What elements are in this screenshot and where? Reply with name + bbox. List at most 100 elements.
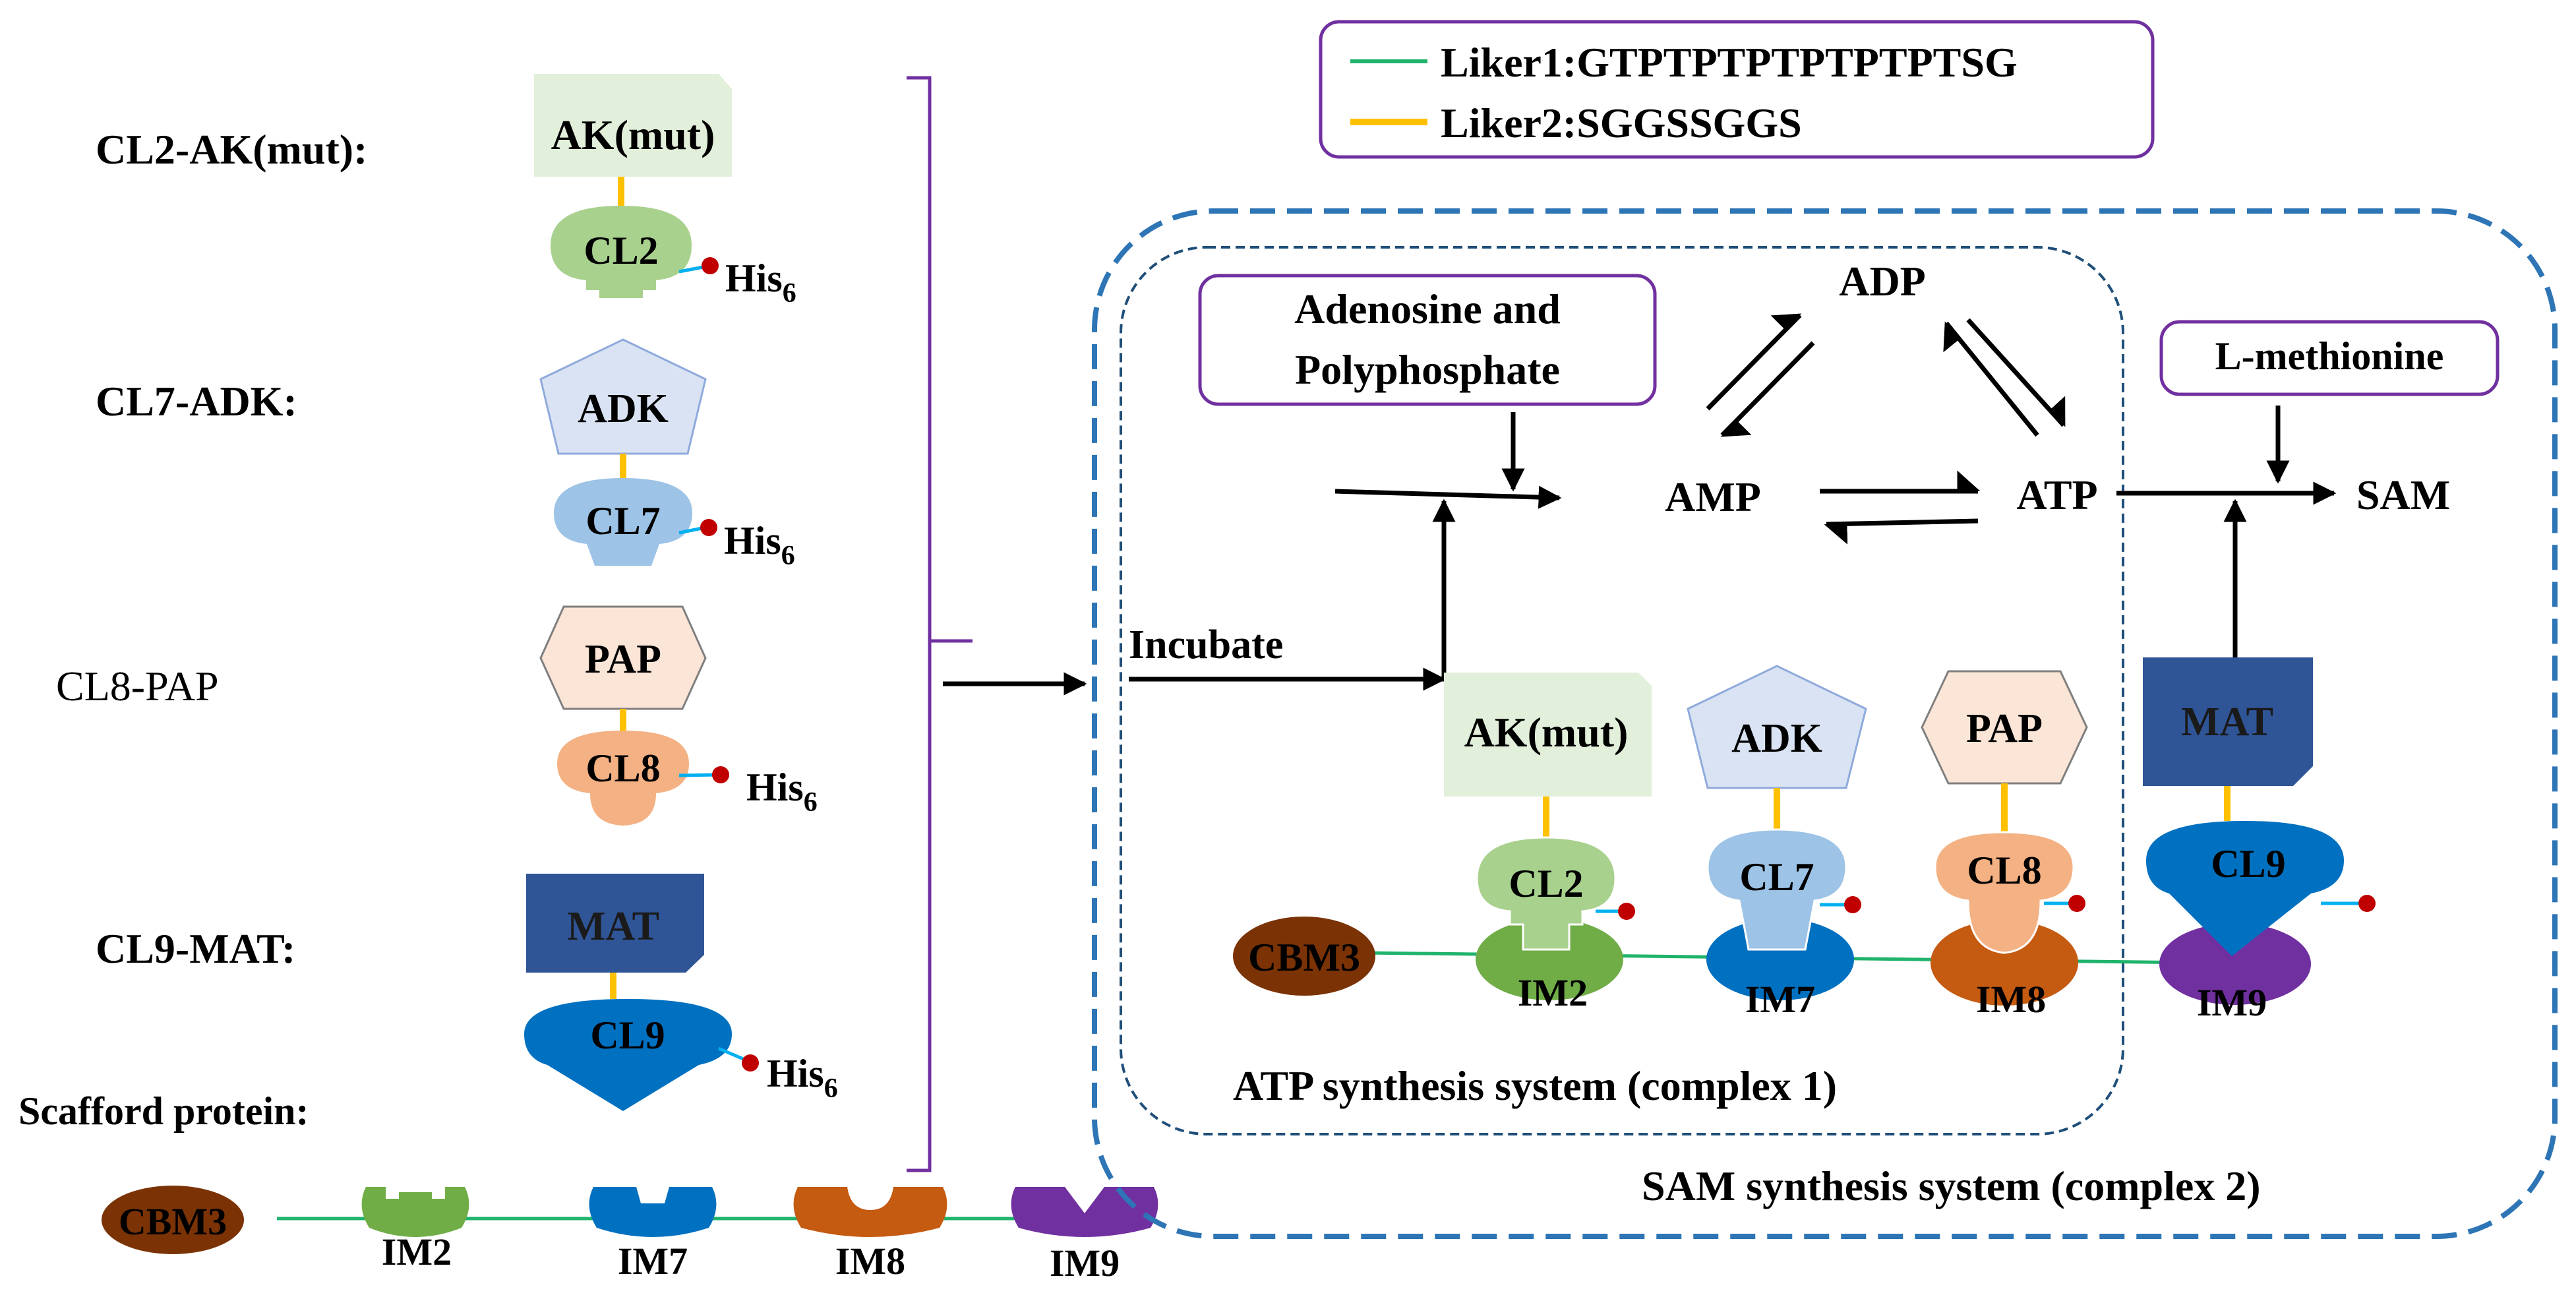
his-tag-cl7 (700, 519, 717, 536)
complex-his-tag-cl8 (2068, 895, 2085, 912)
complex-cl7-label: CL7 (1739, 855, 1814, 899)
cbm3-domain (102, 1186, 244, 1254)
cl9-module (524, 999, 732, 1111)
complex-pap-module (1921, 670, 2088, 785)
complex-cl8-label: CL8 (1967, 849, 2041, 892)
reaction-arrows (1129, 313, 2337, 691)
scaffold-protein: CBM3 IM2 IM7 IM8 IM9 (102, 1186, 1158, 1284)
complex1-box (1120, 246, 2124, 1135)
complex-cl7 (1706, 828, 1847, 951)
construct-label-cl8-pap: CL8-PAP (56, 663, 219, 710)
cl7-module (554, 478, 692, 566)
complex-mat-label: MAT (2181, 700, 2273, 744)
substrate-line1: Adenosine and (1294, 286, 1561, 332)
adp-label: ADP (1839, 258, 1926, 305)
complex-im9-label: IM9 (2197, 981, 2267, 1024)
im2-domain (361, 1187, 469, 1237)
methionine-label: L-methionine (2215, 334, 2444, 378)
im9-label: IM9 (1050, 1242, 1120, 1284)
cl8-label: CL8 (585, 746, 660, 790)
linker2-label: Liker2:SGGSSGGS (1441, 100, 1802, 146)
complex-cl8 (1934, 831, 2075, 954)
assembled-complex: CBM3 AK(mut) CL2 IM2 ADK CL7 IM7 PAP CL8… (1233, 657, 2376, 1024)
construct-label-cl2-ak: CL2-AK(mut): (96, 126, 367, 173)
complex-cl9-label: CL9 (2211, 842, 2285, 886)
adp-to-amp-arrow (1720, 341, 1815, 437)
complex2-label: SAM synthesis system (complex 2) (1642, 1163, 2261, 1209)
complex1-label: ATP synthesis system (complex 1) (1233, 1062, 1837, 1109)
complex-pap-label: PAP (1966, 706, 2043, 751)
adp-to-atp-arrow (1966, 318, 2066, 427)
complex-im7-label: IM7 (1745, 978, 1815, 1021)
im8-domain (793, 1187, 947, 1237)
sam-label: SAM (2356, 471, 2450, 518)
complex-im2-label: IM2 (1518, 971, 1588, 1014)
amp-to-adp-arrow (1706, 313, 1802, 411)
construct-cl2-ak: AK(mut) CL2 His6 (534, 74, 796, 309)
cl8-module (557, 731, 689, 826)
construct-label-cl7-adk: CL7-ADK: (96, 378, 297, 425)
complex-his-tag-cl2 (1618, 903, 1635, 920)
cl7-label: CL7 (585, 499, 660, 543)
his-tag-cl9 (742, 1054, 759, 1072)
pap-label: PAP (585, 637, 661, 682)
complex-ak-label: AK(mut) (1464, 709, 1629, 756)
complex-cl2 (1476, 836, 1617, 951)
pap-module (539, 605, 707, 710)
im2-label: IM2 (382, 1230, 452, 1273)
complex-his-tag-cl9 (2358, 895, 2376, 912)
his-label-cl8: His6 (746, 766, 818, 818)
substrate-box (1198, 274, 1657, 406)
construct-cl8-pap: PAP CL8 His6 (539, 605, 818, 826)
construct-label-cl9-mat: CL9-MAT: (96, 925, 295, 972)
atp-to-adp-arrow (1943, 321, 2039, 437)
linker-legend: Liker1:GTPTPTPTPTPTPTSG Liker2:SGGSSGGS (1319, 20, 2155, 159)
complex-his-tag-cl7 (1844, 896, 1861, 913)
legend-box (1319, 20, 2155, 159)
complex-cbm3 (1233, 917, 1375, 996)
his-link-cl9 (718, 1046, 747, 1062)
methionine-box (2159, 320, 2500, 396)
complex-mat-module (2143, 657, 2313, 786)
amp-label: AMP (1665, 473, 1761, 520)
complex-im8 (1931, 920, 2078, 1006)
construct-cl7-adk: ADK CL7 His6 (539, 338, 795, 571)
atp-label: ATP (2016, 471, 2097, 518)
his-label-cl7: His6 (724, 519, 795, 571)
main-input-arrow (1334, 485, 1562, 509)
cl2-module (551, 206, 692, 298)
complex-im7 (1706, 919, 1854, 1000)
his-label-cl2: His6 (725, 257, 796, 309)
complex-ak-module (1444, 673, 1652, 797)
complex-im2 (1476, 919, 1623, 1000)
complex-cl9 (2146, 821, 2344, 956)
mat-label: MAT (567, 904, 659, 949)
adk-label: ADK (578, 386, 669, 431)
im9-domain (1011, 1187, 1158, 1237)
complex-adk-label: ADK (1731, 716, 1822, 761)
his-tag-cl8 (712, 766, 729, 783)
construct-cl9-mat: MAT CL9 His6 (524, 874, 838, 1111)
im8-label: IM8 (835, 1240, 905, 1283)
his-tag-cl2 (702, 257, 719, 274)
grouping-bracket (907, 76, 973, 1172)
his-label-cl9: His6 (767, 1052, 838, 1104)
construct-label-scaffold: Scafford protein: (18, 1089, 309, 1133)
cl2-label: CL2 (584, 229, 658, 272)
complex-im9 (2159, 923, 2311, 1005)
complex-cl2-label: CL2 (1509, 862, 1583, 905)
complex2-box (1092, 208, 2558, 1239)
complex-im8-label: IM8 (1976, 978, 2046, 1021)
cbm3-label: CBM3 (119, 1200, 227, 1243)
linker1-label: Liker1:GTPTPTPTPTPTPTSG (1441, 39, 2018, 86)
atp-to-amp-arrow (1824, 518, 1979, 545)
incubate-label: Incubate (1129, 622, 1283, 667)
cl9-label: CL9 (590, 1013, 665, 1057)
im7-domain (589, 1187, 717, 1237)
ak-module (534, 74, 732, 177)
im7-label: IM7 (618, 1240, 688, 1283)
mat-module (526, 874, 704, 973)
ak-label: AK(mut) (551, 111, 715, 158)
complex-cbm3-label: CBM3 (1248, 936, 1360, 979)
